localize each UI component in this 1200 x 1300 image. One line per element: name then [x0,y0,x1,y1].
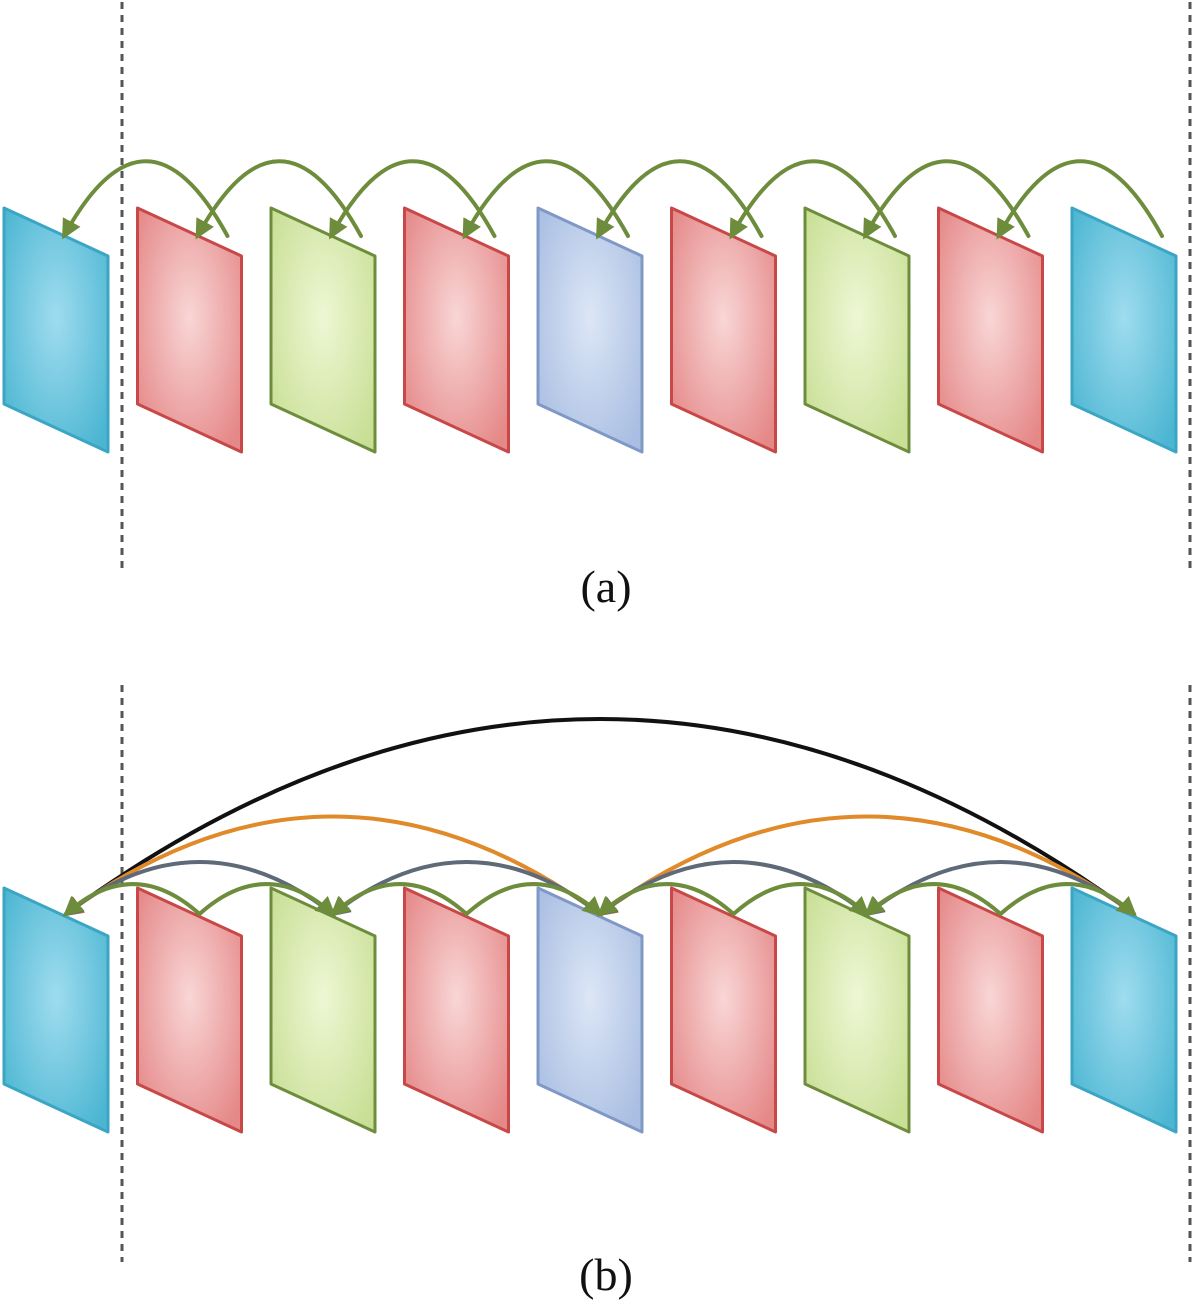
arrow-9-to-8 [996,159,1164,240]
frame-2-red [136,206,243,454]
arrow-7-to-6 [729,159,897,240]
caption-a: (a) [580,561,631,612]
panel-a: (a) [2,2,1192,612]
frame-3-green [269,206,377,454]
arrow-2-to-1 [63,882,202,917]
arrow-9-to-5 [596,814,1136,917]
frame-7-green [803,206,911,454]
frame-4-red [403,886,510,1134]
frame-1-cyan [2,886,110,1134]
arrow-4-to-5 [464,882,603,917]
frame-4-red [403,206,510,454]
arrow-5-to-1 [62,814,602,917]
arrows-a [62,159,1164,240]
arrow-4-to-3 [330,882,469,917]
frame-8-red [937,206,1044,454]
arrow-9-to-1 [62,717,1136,917]
arrow-3-to-2 [195,159,363,240]
arrow-8-to-9 [998,882,1137,917]
arrow-4-to-3 [329,159,497,240]
frame-7-green [803,886,911,1134]
frame-1-cyan [2,206,110,454]
frame-6-red [670,886,777,1134]
frame-8-red [937,886,1044,1134]
caption-b: (b) [579,1249,633,1300]
arrow-6-to-5 [597,882,736,917]
frame-9-cyan [1070,206,1178,454]
panel-b: (b) [2,685,1192,1300]
frames-b [2,886,1178,1134]
arrow-2-to-1 [62,159,230,240]
frame-5-blue [536,206,644,454]
arrows-b [62,717,1137,917]
frame-5-blue [536,886,644,1134]
arrow-6-to-5 [596,159,764,240]
frame-2-red [136,886,243,1134]
frames-a [2,206,1178,454]
arrow-8-to-7 [864,882,1003,917]
arrow-8-to-7 [863,159,1031,240]
frame-9-cyan [1070,886,1178,1134]
arrow-5-to-4 [462,159,630,240]
frame-6-red [670,206,777,454]
arrow-2-to-3 [197,882,336,917]
arrow-6-to-7 [731,882,870,917]
frame-3-green [269,886,377,1134]
